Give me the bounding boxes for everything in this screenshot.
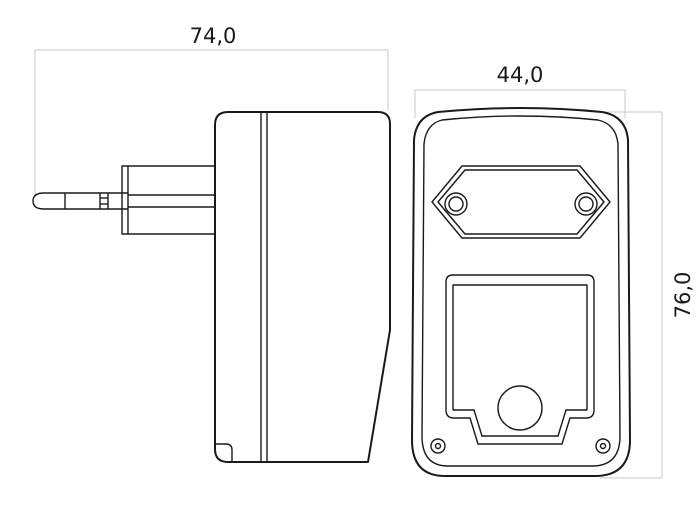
housing-back-inner: [421, 115, 621, 467]
screw-hole-left-icon: [430, 438, 446, 454]
socket-icon: [497, 385, 543, 431]
plug-base: [121, 165, 216, 235]
housing-back-outer: [411, 107, 631, 477]
height-dimension-line: [600, 111, 663, 479]
height-dimension-label: 76,0: [671, 272, 695, 319]
width-dimension-line: [414, 89, 626, 118]
housing-side: [214, 111, 391, 463]
plug-pin: [32, 192, 128, 210]
label-recess: [445, 274, 595, 445]
pin-left-icon: [444, 192, 468, 216]
screw-hole-right-icon: [595, 438, 611, 454]
width-dimension-label: 44,0: [497, 63, 544, 87]
pin-right-icon: [574, 192, 598, 216]
back-view: [411, 107, 631, 477]
length-dimension-line: [34, 49, 389, 195]
dimension-lines: [34, 49, 663, 479]
plug-plate: [431, 165, 611, 239]
length-dimension-label: 74,0: [190, 24, 237, 48]
side-view: [32, 111, 391, 463]
